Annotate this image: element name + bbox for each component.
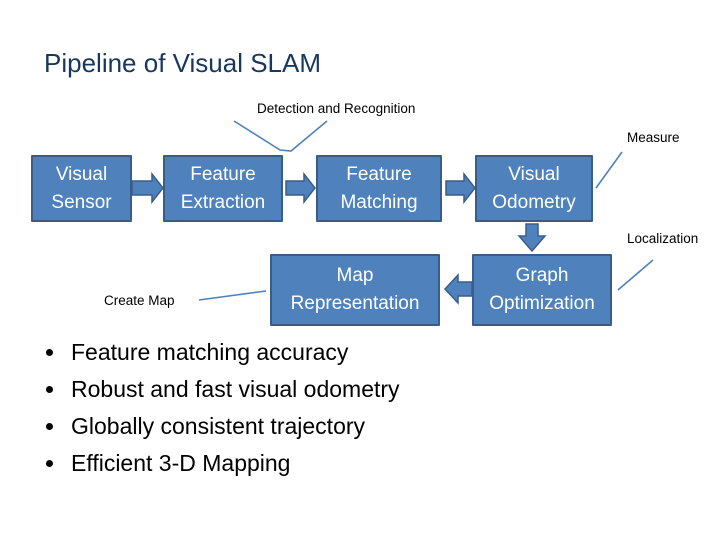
box-map-representation-line2: Representation — [290, 293, 420, 314]
box-feature-matching-line1: Feature — [346, 163, 412, 185]
box-feature-matching-line2: Matching — [340, 191, 418, 213]
box-graph-optimization: Graph Optimization — [472, 254, 612, 326]
bullet-text: Efficient 3-D Mapping — [71, 450, 291, 476]
create-map-label: Create Map — [104, 293, 175, 308]
bullet-dot — [46, 386, 53, 393]
box-feature-matching: Feature Matching — [316, 155, 442, 222]
box-map-representation-line1: Map — [336, 265, 374, 286]
box-graph-optimization-line2: Optimization — [489, 293, 595, 314]
box-feature-extraction-line2: Extraction — [180, 191, 266, 213]
box-visual-odometry-line1: Visual — [508, 163, 560, 185]
leader-detection-recognition — [233, 120, 328, 152]
slide-title: Pipeline of Visual SLAM — [44, 48, 322, 78]
box-map-representation: Map Representation — [270, 254, 440, 326]
arrow-extraction-to-matching — [285, 171, 316, 205]
bullet-dot — [46, 460, 53, 467]
arrow-sensor-to-extraction — [131, 171, 164, 205]
box-visual-sensor-line2: Sensor — [51, 191, 112, 213]
detection-recognition-label: Detection and Recognition — [257, 101, 416, 116]
arrow-odometry-to-graph — [517, 223, 547, 253]
leader-measure — [595, 151, 623, 189]
arrow-graph-to-map — [443, 273, 473, 305]
box-feature-extraction: Feature Extraction — [163, 155, 283, 222]
box-visual-sensor: Visual Sensor — [31, 155, 132, 222]
bullet-text: Robust and fast visual odometry — [71, 376, 400, 402]
measure-label: Measure — [627, 130, 680, 145]
bullet-dot — [46, 423, 53, 430]
bullet-text: Globally consistent trajectory — [71, 413, 366, 439]
box-visual-sensor-line1: Visual — [55, 163, 108, 185]
bullet-text: Feature matching accuracy — [71, 339, 349, 365]
box-visual-odometry: Visual Odometry — [475, 155, 593, 222]
arrow-matching-to-odometry — [445, 171, 476, 205]
box-graph-optimization-line1: Graph — [515, 265, 569, 286]
box-feature-extraction-line1: Feature — [190, 163, 256, 185]
localization-label: Localization — [627, 231, 699, 246]
leader-create-map — [198, 290, 267, 301]
box-visual-odometry-line2: Odometry — [492, 191, 576, 213]
bullet-dot — [46, 349, 53, 356]
leader-localization — [617, 259, 654, 291]
